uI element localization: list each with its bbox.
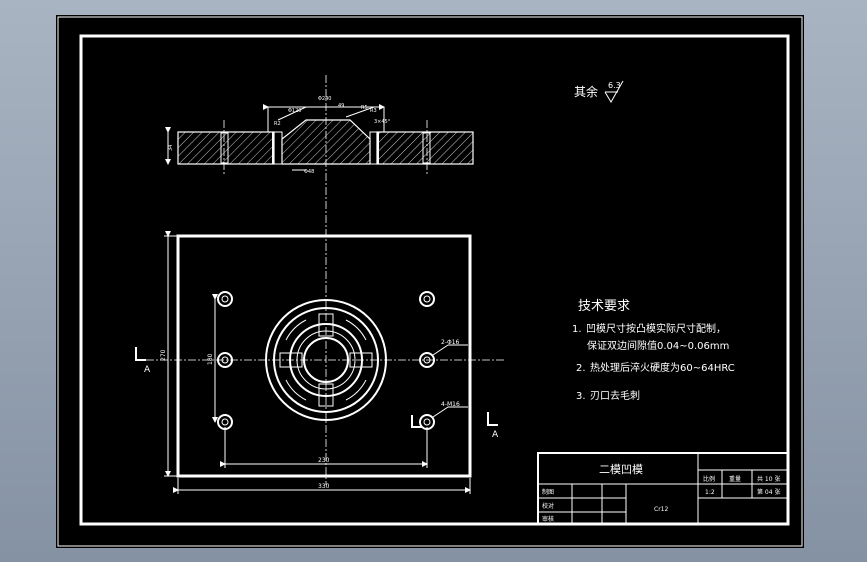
tech-req-1-line1: 凹模尺寸按凸模实际尺寸配制， (586, 322, 726, 335)
title-block-name: 二模凹模 (599, 463, 643, 476)
dim-height-holes: 180 (207, 353, 214, 365)
title-block-reviewed: 审核 (542, 515, 554, 523)
technical-requirements: 技术要求 1. 凹模尺寸按凸模实际尺寸配制， 保证双边间隙值0.04~0.06m… (572, 299, 735, 402)
bolt-hole (217, 414, 233, 430)
title-block-material: Cr12 (654, 506, 668, 513)
roughness-value: 6.3 (608, 81, 621, 90)
label-34: 34 (168, 145, 174, 151)
die-cavity (265, 299, 387, 421)
label-r3: R3 (370, 108, 377, 114)
tech-req-3-number: 3. (576, 391, 586, 402)
sheet-inner-border (79, 34, 790, 526)
label-r5: R5 (361, 105, 368, 111)
section-cut-marker-mid (411, 415, 422, 428)
sheet-outer-border (57, 16, 803, 547)
title-block: 二模凹模 比例 重量 共 10 张 1:2 第 04 张 制图 校对 审核 Cr… (537, 452, 789, 525)
dim-height-outer: 270 (160, 349, 167, 361)
label-diameter-120: Φ120 (288, 108, 301, 114)
tech-req-2-line1: 热处理后淬火硬度为60~64HRC (590, 361, 735, 374)
title-block-ratio-value: 1:2 (705, 489, 715, 496)
title-block-sheet-total: 共 10 张 (757, 475, 780, 483)
title-block-ratio-label: 比例 (703, 475, 715, 483)
tech-req-1-line2: 保证双边间隙值0.04~0.06mm (587, 339, 729, 352)
section-cut-marker-left (135, 347, 146, 361)
dim-width-outer: 330 (318, 483, 330, 490)
title-block-drawn: 制图 (542, 488, 554, 496)
section-left-flange (177, 131, 275, 165)
title-block-sheet-no: 第 04 张 (757, 488, 780, 496)
section-right-flange (376, 131, 474, 165)
tech-req-3-line1: 刃口去毛刺 (590, 390, 640, 402)
label-diameter-240: Φ240 (318, 96, 331, 102)
drawing-viewport[interactable]: Φ240 49 Φ120 R5 R2 R3 3×45° 34 Φ48 其余 6.… (56, 15, 804, 548)
callout-small-holes: 2-Φ16 (441, 339, 460, 346)
dim-width-holes: 230 (318, 457, 330, 464)
callout-bolt-holes: 4-M16 (441, 401, 460, 408)
label-r2: R2 (274, 121, 281, 127)
roughness-symbol (604, 80, 624, 103)
bolt-hole (419, 414, 435, 430)
cad-drawing: Φ240 49 Φ120 R5 R2 R3 3×45° 34 Φ48 其余 6.… (57, 16, 803, 547)
tech-req-title: 技术要求 (578, 299, 630, 314)
section-cut-marker-right (487, 412, 498, 426)
label-diameter-48: Φ48 (304, 169, 314, 175)
plate-outline (176, 234, 472, 478)
plan-view: 270 180 230 330 2-Φ16 4-M16 A A (135, 215, 504, 494)
tech-req-1-number: 1. (572, 324, 582, 335)
roughness-note: 其余 6.3 (574, 80, 624, 103)
section-letter-right: A (492, 430, 499, 440)
tech-req-2-number: 2. (576, 363, 586, 374)
bolt-hole (217, 291, 233, 307)
pin-hole (217, 352, 233, 368)
section-letter-left: A (144, 365, 151, 375)
pin-hole (419, 352, 435, 368)
label-49: 49 (338, 103, 344, 109)
roughness-label: 其余 (574, 84, 598, 99)
title-block-checked: 校对 (542, 502, 554, 510)
title-block-weight-label: 重量 (729, 475, 741, 483)
bolt-hole (419, 291, 435, 307)
label-chamfer: 3×45° (374, 119, 391, 125)
section-view: Φ240 49 Φ120 R5 R2 R3 3×45° 34 Φ48 (165, 75, 474, 215)
